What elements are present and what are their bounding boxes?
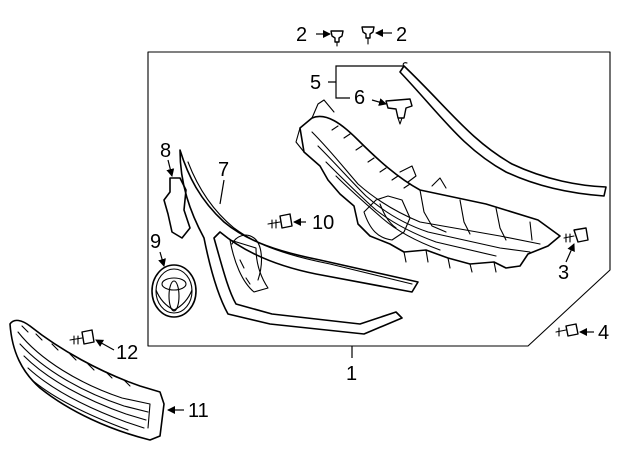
clip-fastener	[385, 98, 413, 125]
callout-4: 4	[598, 322, 609, 344]
callout-3: 3	[558, 262, 569, 284]
leader-line-6	[371, 98, 387, 106]
callout-5: 5	[310, 72, 321, 94]
callout-12: 12	[116, 342, 138, 364]
callout-10: 10	[312, 212, 334, 234]
leader-line-9	[158, 251, 166, 267]
grille-surround	[179, 149, 419, 335]
bolt-icon	[267, 213, 293, 229]
side-bracket	[163, 177, 191, 239]
callout-1: 1	[346, 363, 357, 385]
grille-housing	[295, 99, 561, 273]
leader-line-12	[95, 339, 115, 351]
bolt-icon	[555, 323, 579, 337]
bolt-icon	[361, 26, 375, 45]
leader-line-3	[565, 243, 575, 263]
lower-grille	[9, 319, 165, 441]
emblem	[151, 264, 197, 318]
assembly-frame	[147, 51, 611, 347]
bolt-icon	[330, 30, 344, 47]
bolt-icon	[563, 227, 589, 243]
callout-8: 8	[160, 140, 171, 162]
leader-line-5	[328, 65, 404, 99]
callout-11: 11	[188, 400, 209, 422]
callout-6: 6	[354, 87, 365, 109]
callout-2: 2	[396, 24, 407, 46]
upper-molding-strip	[399, 62, 607, 197]
leader-line-7	[219, 179, 225, 205]
callout-7: 7	[218, 159, 229, 181]
callout-2: 2	[296, 24, 307, 46]
leader-line-8	[166, 159, 175, 177]
callout-9: 9	[150, 231, 161, 253]
bolt-icon	[69, 329, 95, 345]
